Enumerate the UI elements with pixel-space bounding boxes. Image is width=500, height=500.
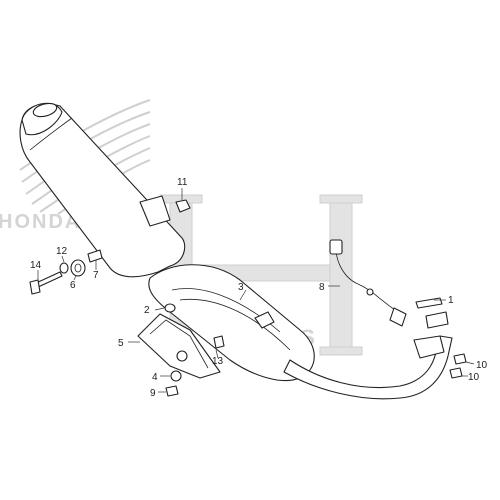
callout-10-upper: 10 (476, 360, 488, 371)
honda-brand-watermark: HONDA (0, 211, 81, 233)
callout-13: 13 (212, 356, 224, 367)
callout-11: 11 (177, 177, 188, 188)
callout-8: 8 (319, 282, 325, 293)
callout-5: 5 (118, 338, 124, 349)
callout-4: 4 (152, 372, 158, 383)
hardware (29, 199, 467, 397)
leader-lines (37, 188, 475, 393)
callout-3: 3 (238, 282, 244, 293)
callout-10-lower: 10 (468, 372, 480, 383)
callout-7: 7 (93, 270, 99, 281)
callout-9: 9 (150, 388, 156, 399)
callout-6: 6 (70, 280, 76, 291)
callout-labels: 1 2 3 4 5 6 7 8 9 10 10 11 12 13 14 (30, 177, 488, 399)
muffler-protector (137, 313, 221, 379)
callout-12: 12 (56, 246, 68, 257)
callout-1: 1 (448, 295, 454, 306)
exhaust-pipe (283, 297, 453, 400)
callout-14: 14 (30, 260, 42, 271)
o2-sensor (329, 239, 407, 327)
callout-2: 2 (144, 305, 150, 316)
